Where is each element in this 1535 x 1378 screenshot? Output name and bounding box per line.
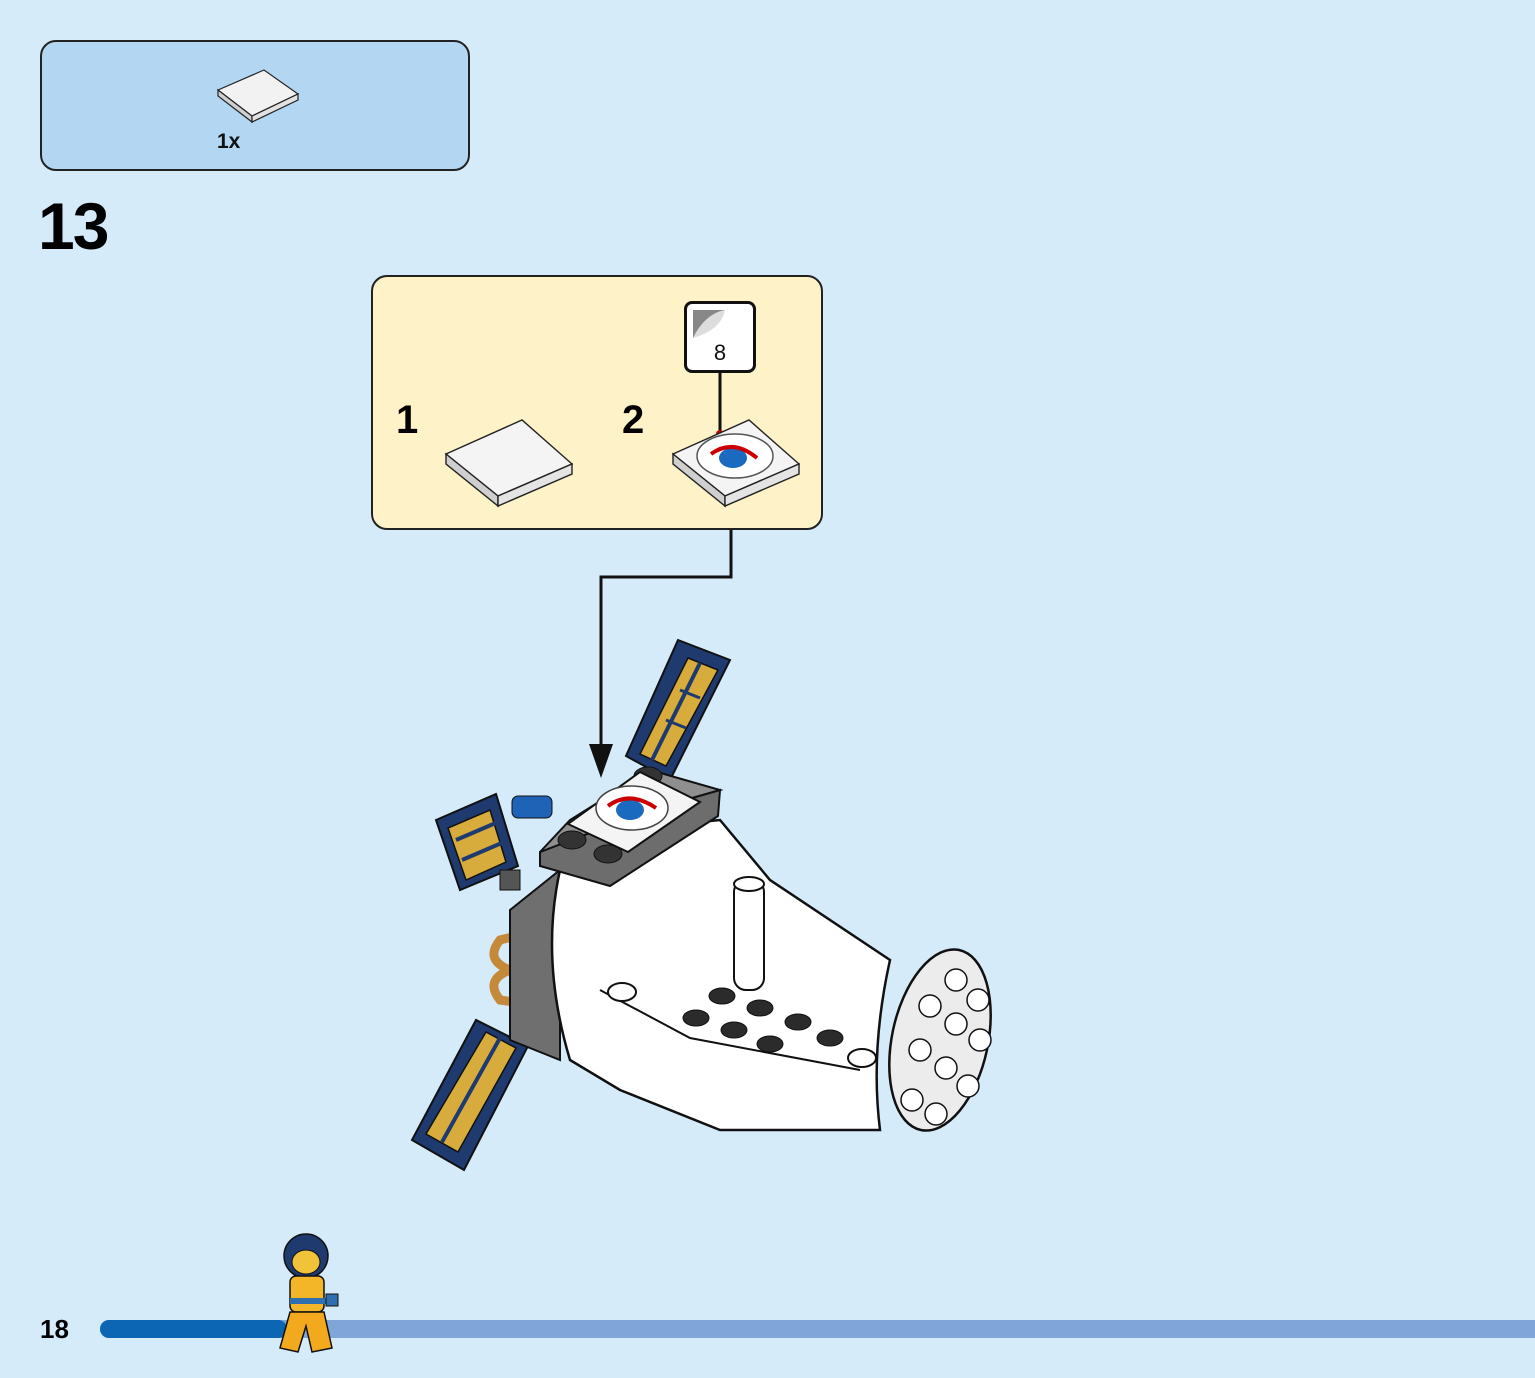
sticker-number: 8 (713, 340, 727, 365)
substep-number-1: 1 (396, 398, 419, 442)
astronaut-minifigure-icon (279, 1233, 339, 1353)
sticker-tile-icon (671, 419, 801, 508)
arrow-down-icon (589, 530, 733, 778)
parts-callout: 1x (40, 40, 470, 171)
step-number: 13 (38, 189, 109, 263)
sticker-sheet-icon: 8 (684, 301, 756, 373)
tile-icon (216, 69, 300, 124)
substep-number-2: 2 (622, 398, 645, 442)
spacecraft-model (410, 638, 992, 1172)
progress-fill (100, 1320, 287, 1338)
part-quantity: 1x (217, 130, 241, 153)
page-number: 18 (40, 1314, 69, 1344)
progress-bar (100, 1320, 1535, 1338)
tile-icon (444, 419, 574, 508)
